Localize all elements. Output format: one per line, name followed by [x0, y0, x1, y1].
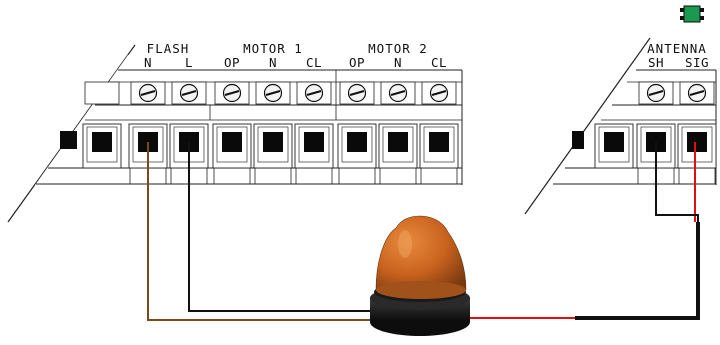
wire-black-flash [188, 142, 378, 312]
wire-black-thick [575, 222, 700, 320]
terminal-clamp[interactable] [294, 123, 334, 184]
terminal-clamp [594, 123, 634, 169]
component-chip-icon [680, 5, 704, 23]
terminal-clamp[interactable] [337, 123, 377, 184]
terminal-clamp[interactable] [253, 123, 293, 184]
wire-black-sh [655, 142, 699, 222]
terminal-clamp[interactable] [212, 123, 252, 184]
terminal-label-op: OP [224, 55, 240, 70]
terminal-screw-icon[interactable] [296, 81, 332, 105]
terminal-screw-icon[interactable] [214, 81, 250, 105]
warning-lamp-icon [370, 215, 470, 336]
terminal-screw-icon[interactable] [380, 81, 416, 105]
terminal-label-sh: SH [648, 55, 664, 70]
terminal-screw-icon[interactable] [339, 81, 375, 105]
terminal-screw-icon[interactable] [130, 81, 166, 105]
terminal-label-cl: CL [431, 55, 447, 70]
terminal-screw-icon[interactable] [679, 81, 715, 105]
terminal-screw-icon[interactable] [421, 81, 457, 105]
group-label-motor-2: MOTOR 2 [368, 41, 428, 56]
terminal-screw-icon [84, 81, 120, 105]
terminal-label-l: L [185, 55, 193, 70]
group-label-motor-1: MOTOR 1 [243, 41, 303, 56]
terminal-clamp [82, 123, 122, 169]
terminal-screw-icon[interactable] [255, 81, 291, 105]
terminal-screw-icon[interactable] [171, 81, 207, 105]
terminal-clamp[interactable] [128, 123, 168, 184]
strip-cut-edge [524, 37, 651, 215]
group-label-flash: FLASH [147, 41, 190, 56]
right-terminal-strip [524, 37, 717, 215]
group-label-antenna: ANTENNA [647, 41, 707, 56]
terminal-label-cl: CL [306, 55, 322, 70]
terminal-clamp[interactable] [378, 123, 418, 184]
terminal-label-sig: SIG [685, 55, 709, 70]
terminal-label-n: N [394, 55, 402, 70]
terminal-label-n: N [144, 55, 152, 70]
left-terminal-strip [7, 44, 463, 223]
terminal-clamp[interactable] [419, 123, 459, 184]
terminal-label-op: OP [349, 55, 365, 70]
terminal-clamp[interactable] [677, 123, 717, 184]
terminal-screw-icon[interactable] [638, 81, 674, 105]
wires [147, 142, 700, 321]
terminal-label-n: N [269, 55, 277, 70]
wire-brown [147, 142, 378, 321]
